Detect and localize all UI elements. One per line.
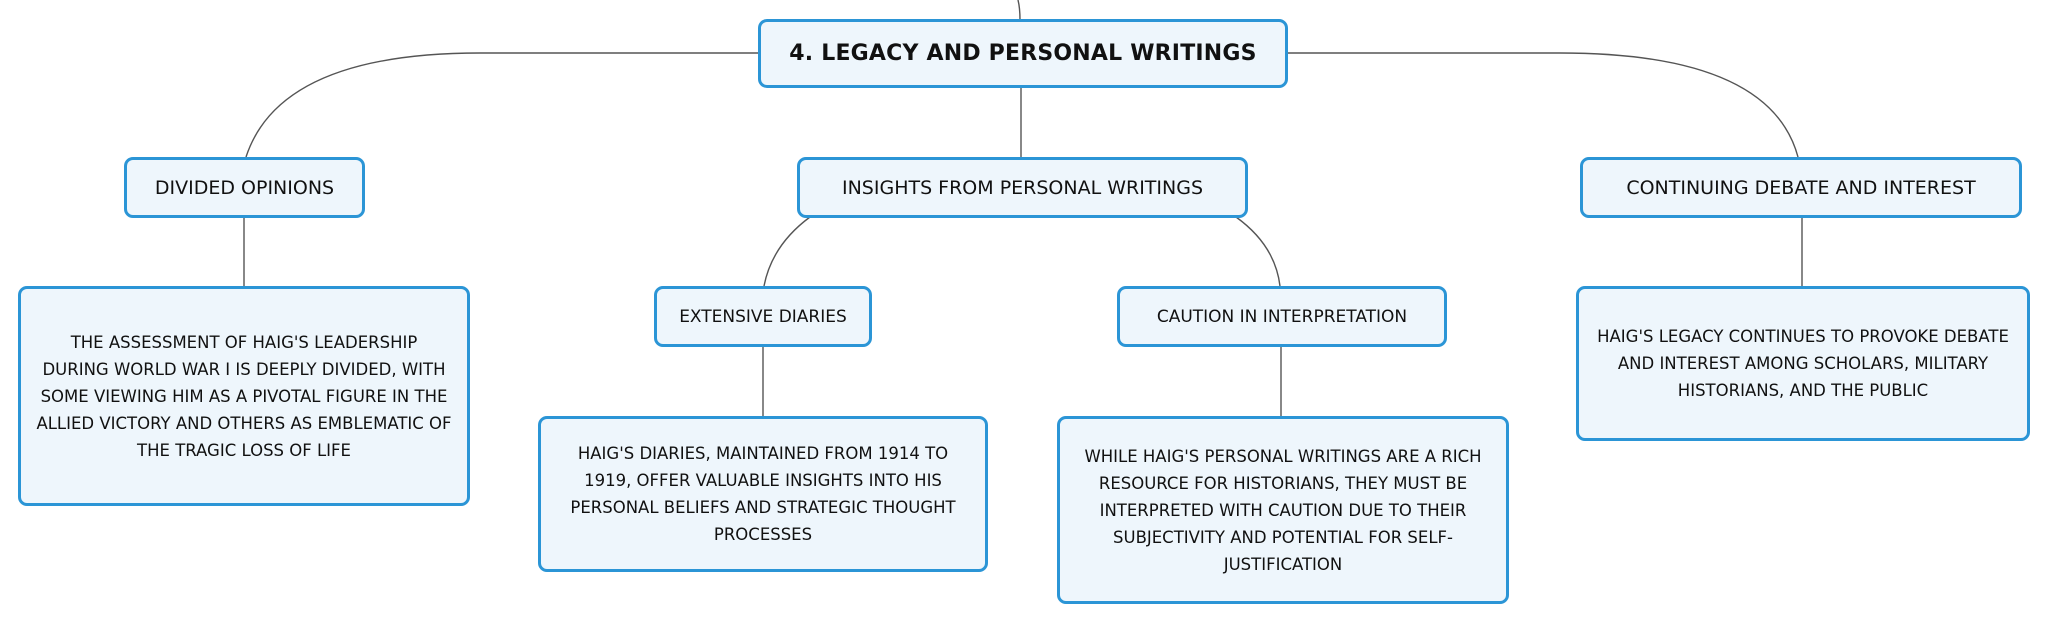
detail-text: THE ASSESSMENT OF HAIG'S LEADERSHIP DURI… xyxy=(36,332,452,460)
topic-label: CONTINUING DEBATE AND INTEREST xyxy=(1626,176,1976,199)
detail-continuing-debate-and-interest[interactable]: HAIG'S LEGACY CONTINUES TO PROVOKE DEBAT… xyxy=(1576,286,2030,441)
detail-caution-in-interpretation[interactable]: WHILE HAIG'S PERSONAL WRITINGS ARE A RIC… xyxy=(1057,416,1509,604)
connector-root-to-divided-opinions xyxy=(245,52,758,158)
topic-divided-opinions[interactable]: DIVIDED OPINIONS xyxy=(124,157,365,218)
topic-insights-from-personal-writings[interactable]: INSIGHTS FROM PERSONAL WRITINGS xyxy=(797,157,1248,218)
detail-extensive-diaries[interactable]: HAIG'S DIARIES, MAINTAINED FROM 1914 TO … xyxy=(538,416,988,572)
topic-label: EXTENSIVE DIARIES xyxy=(679,306,847,327)
topic-label: CAUTION IN INTERPRETATION xyxy=(1156,306,1408,327)
topic-caution-in-interpretation[interactable]: CAUTION IN INTERPRETATION xyxy=(1117,286,1447,347)
detail-text: HAIG'S DIARIES, MAINTAINED FROM 1914 TO … xyxy=(570,444,956,544)
connector-insights-to-diaries xyxy=(763,216,811,287)
root-topic-label: 4. LEGACY AND PERSONAL WRITINGS xyxy=(789,41,1257,66)
detail-text: WHILE HAIG'S PERSONAL WRITINGS ARE A RIC… xyxy=(1084,446,1482,574)
topic-continuing-debate-and-interest[interactable]: CONTINUING DEBATE AND INTEREST xyxy=(1580,157,2022,218)
connector-root-to-continuing-debate xyxy=(1286,52,1799,158)
topic-extensive-diaries[interactable]: EXTENSIVE DIARIES xyxy=(654,286,872,347)
topic-label: DIVIDED OPINIONS xyxy=(154,176,335,199)
detail-divided-opinions[interactable]: THE ASSESSMENT OF HAIG'S LEADERSHIP DURI… xyxy=(18,286,470,506)
topic-label: INSIGHTS FROM PERSONAL WRITINGS xyxy=(841,176,1204,199)
root-topic[interactable]: 4. LEGACY AND PERSONAL WRITINGS xyxy=(758,19,1288,88)
connector-parent-to-root xyxy=(1017,0,1021,21)
connector-insights-to-caution xyxy=(1235,216,1281,287)
detail-text: HAIG'S LEGACY CONTINUES TO PROVOKE DEBAT… xyxy=(1597,327,2009,400)
